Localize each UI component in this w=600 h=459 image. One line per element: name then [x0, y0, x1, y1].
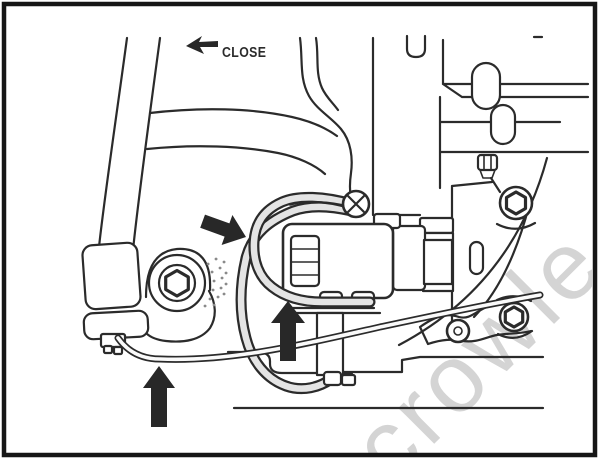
close-direction-arrow-icon [186, 36, 218, 54]
mount-post [315, 311, 345, 377]
engine-structure-lines [371, 34, 590, 334]
diagram-art: crowle [81, 34, 592, 453]
cowling-right-edges [298, 36, 355, 206]
callout-arrow-center-hose-icon [271, 301, 305, 361]
boss-housing-outline [144, 247, 216, 343]
callout-arrow-upper-hose-icon [200, 214, 246, 245]
hose-wrap-core [250, 194, 374, 306]
bracket-slot [468, 240, 485, 276]
connector-pin-stack [289, 234, 321, 288]
hose-end-fitting-2 [340, 373, 357, 387]
connector-link-block [422, 238, 454, 286]
small-bolt-head [476, 153, 499, 172]
hose-end-fitting-1 [322, 370, 343, 387]
connector-assembly [281, 212, 454, 377]
cowl-latch-nub-right [112, 345, 124, 356]
close-annotation: CLOSE [186, 36, 266, 60]
hose-loop-core [237, 203, 356, 392]
hose-routing [114, 189, 544, 395]
bolt-boss-capsule-1 [470, 61, 502, 111]
hex-bolt-lower-head-icon [503, 305, 525, 329]
stipple-texture [203, 257, 228, 308]
callout-arrows [143, 214, 305, 427]
washer-center [453, 326, 463, 336]
connector-pin-lines [290, 248, 320, 276]
cowling-panel [81, 241, 142, 311]
callout-arrow-bottom-cable-icon [143, 366, 175, 427]
cowl-latch-nub-left [102, 344, 114, 355]
cowling-seam-lines [145, 108, 339, 176]
lower-cowling [81, 36, 355, 356]
latch-cable-core [116, 293, 542, 362]
connector-right-section [391, 224, 427, 292]
cowl-hex-bolt-icon [164, 268, 190, 298]
phillips-screw-cross-icon [346, 194, 366, 214]
small-bolt-detail [479, 155, 496, 179]
washer [445, 318, 471, 344]
hex-bolt-upper-head-icon [504, 190, 528, 216]
close-label: CLOSE [222, 44, 266, 60]
bolt-boss-capsule-2 [489, 103, 517, 146]
